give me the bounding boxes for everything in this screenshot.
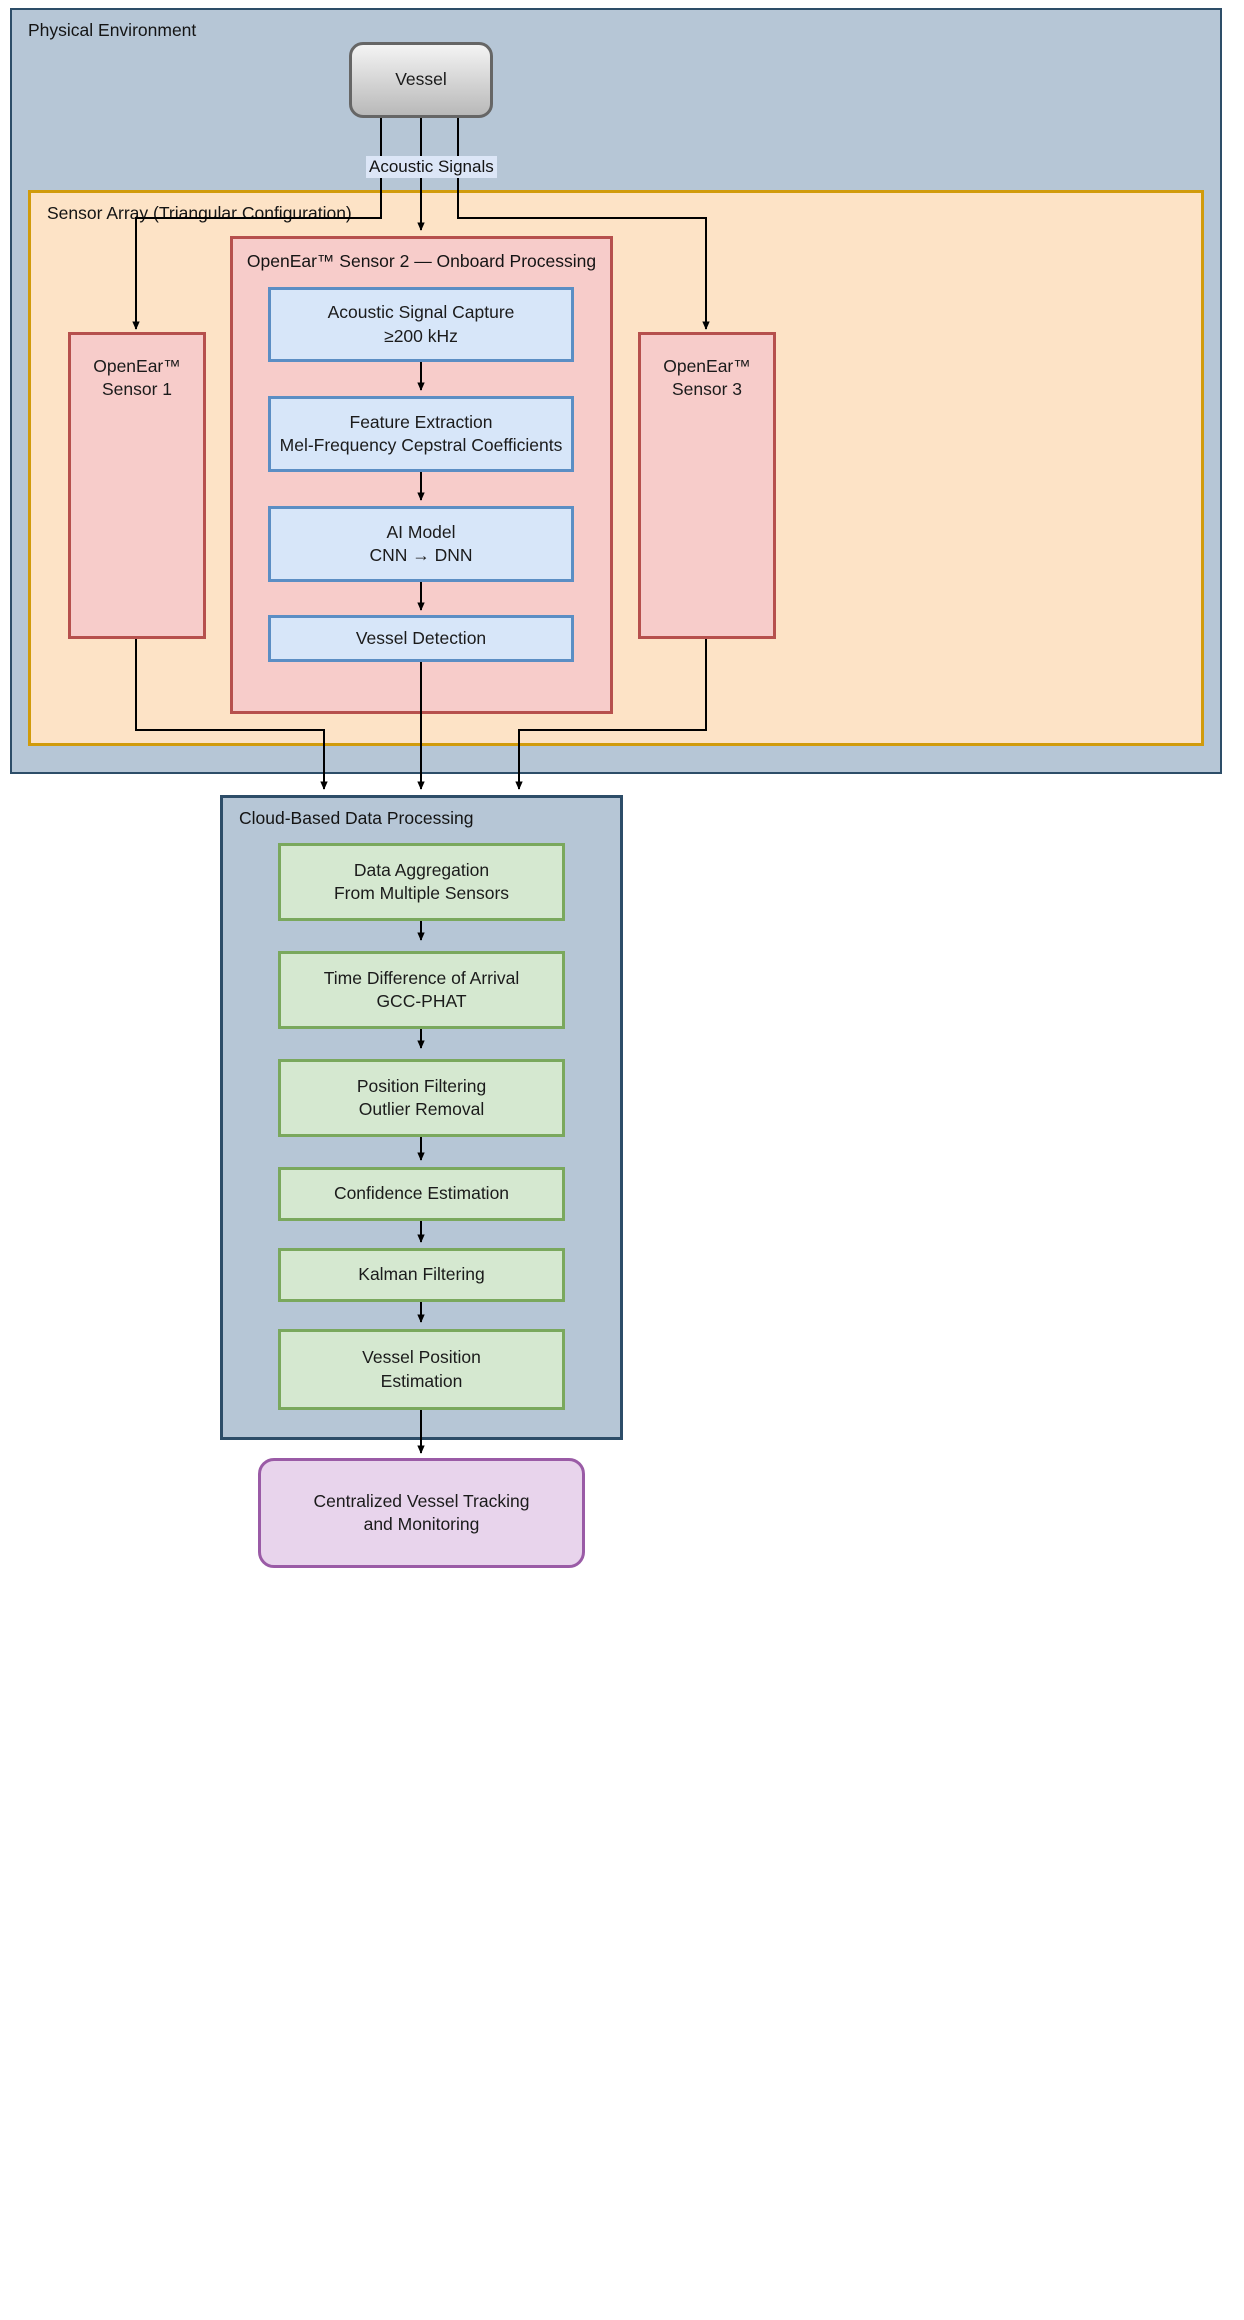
- node-ai-model[interactable]: AI Model CNN → DNN: [268, 506, 574, 582]
- node-vessel-detection[interactable]: Vessel Detection: [268, 615, 574, 662]
- node-centralized-vessel-tracking[interactable]: Centralized Vessel Tracking and Monitori…: [258, 1458, 585, 1568]
- node-acoustic-signal-capture[interactable]: Acoustic Signal Capture ≥200 kHz: [268, 287, 574, 362]
- node-openear-sensor-1[interactable]: OpenEar™ Sensor 1: [68, 332, 206, 639]
- node-vessel[interactable]: Vessel: [349, 42, 493, 118]
- node-feature-extraction[interactable]: Feature Extraction Mel-Frequency Cepstra…: [268, 396, 574, 472]
- cluster-cloud-processing-label: Cloud-Based Data Processing: [239, 808, 474, 828]
- cluster-sensor-array-label: Sensor Array (Triangular Configuration): [47, 203, 352, 223]
- node-confidence-estimation[interactable]: Confidence Estimation: [278, 1167, 565, 1221]
- node-time-difference-of-arrival[interactable]: Time Difference of Arrival GCC-PHAT: [278, 951, 565, 1029]
- cluster-openear-sensor-2-label: OpenEar™ Sensor 2 — Onboard Processing: [246, 251, 597, 271]
- node-vessel-position-estimation[interactable]: Vessel Position Estimation: [278, 1329, 565, 1410]
- node-position-filtering[interactable]: Position Filtering Outlier Removal: [278, 1059, 565, 1137]
- node-openear-sensor-3[interactable]: OpenEar™ Sensor 3: [638, 332, 776, 639]
- node-kalman-filtering[interactable]: Kalman Filtering: [278, 1248, 565, 1302]
- cluster-physical-environment-label: Physical Environment: [28, 20, 197, 40]
- node-data-aggregation[interactable]: Data Aggregation From Multiple Sensors: [278, 843, 565, 921]
- edge-label-acoustic-signals: Acoustic Signals: [366, 156, 497, 178]
